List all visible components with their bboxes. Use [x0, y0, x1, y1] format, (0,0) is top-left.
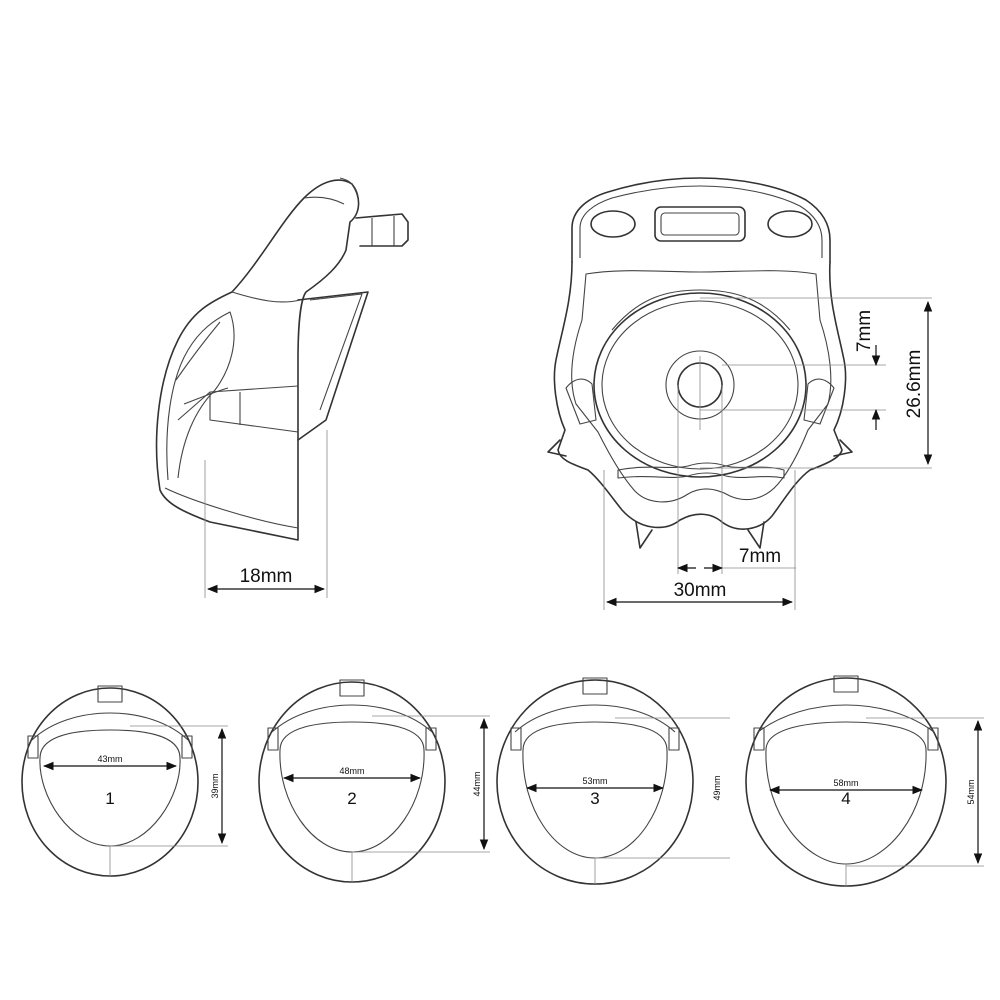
ring-inner-opening	[39, 729, 181, 847]
ring-1: 43mm 39mm 1	[21, 685, 228, 877]
ring-left-pad	[27, 735, 39, 759]
ring-3: 53mm 49mm 3	[496, 677, 730, 885]
ring-height-label: 49mm	[712, 775, 722, 800]
side-view-dimension: 18mm	[204, 430, 328, 598]
front-view-cage	[547, 177, 853, 549]
ring-number: 4	[841, 789, 850, 808]
ring-top-tab	[582, 677, 608, 695]
ring-top-tab	[339, 679, 365, 697]
front-width-label: 30mm	[674, 580, 727, 601]
ring-width-label: 58mm	[833, 778, 858, 788]
ring-left-pad	[267, 727, 279, 751]
side-view-cage	[155, 177, 409, 541]
ring-inner-opening	[765, 721, 927, 865]
ring-2: 48mm 44mm 2	[258, 679, 490, 883]
ring-height-label: 39mm	[210, 773, 220, 798]
ring-height-label: 44mm	[472, 771, 482, 796]
ring-right-pad	[668, 727, 680, 751]
ring-inner-opening	[522, 721, 668, 859]
ring-right-pad	[927, 727, 939, 751]
ring-top-band	[757, 704, 935, 733]
ring-right-pad	[425, 727, 437, 751]
ring-left-pad	[753, 727, 765, 751]
ring-top-tab	[97, 685, 123, 703]
ring-4: 58mm 54mm 4	[745, 675, 984, 887]
side-width-label: 18mm	[240, 566, 293, 587]
ring-number: 2	[347, 789, 356, 808]
ring-top-band	[514, 704, 676, 733]
ring-height-label: 54mm	[966, 779, 976, 804]
rings-layer: 43mm 39mm 1 48mm 44mm 2 53mm 49mm 3 58mm 54mm 4	[21, 675, 984, 887]
ring-right-pad	[181, 735, 193, 759]
offset-label: 7mm	[739, 546, 781, 567]
ring-top-band	[271, 704, 433, 733]
ring-inner-opening	[279, 721, 425, 853]
hole-size-label: 7mm	[854, 310, 875, 352]
ring-number: 1	[105, 789, 114, 808]
ring-top-band	[31, 712, 189, 741]
front-view-dimensions: 7mm 26.6mm 7mm 30mm	[603, 297, 933, 610]
front-height-label: 26.6mm	[904, 350, 925, 419]
ring-left-pad	[510, 727, 522, 751]
ring-width-label: 43mm	[97, 754, 122, 764]
ring-number: 3	[590, 789, 599, 808]
ring-top-tab	[833, 675, 859, 693]
ring-width-label: 53mm	[582, 776, 607, 786]
ring-width-label: 48mm	[339, 766, 364, 776]
